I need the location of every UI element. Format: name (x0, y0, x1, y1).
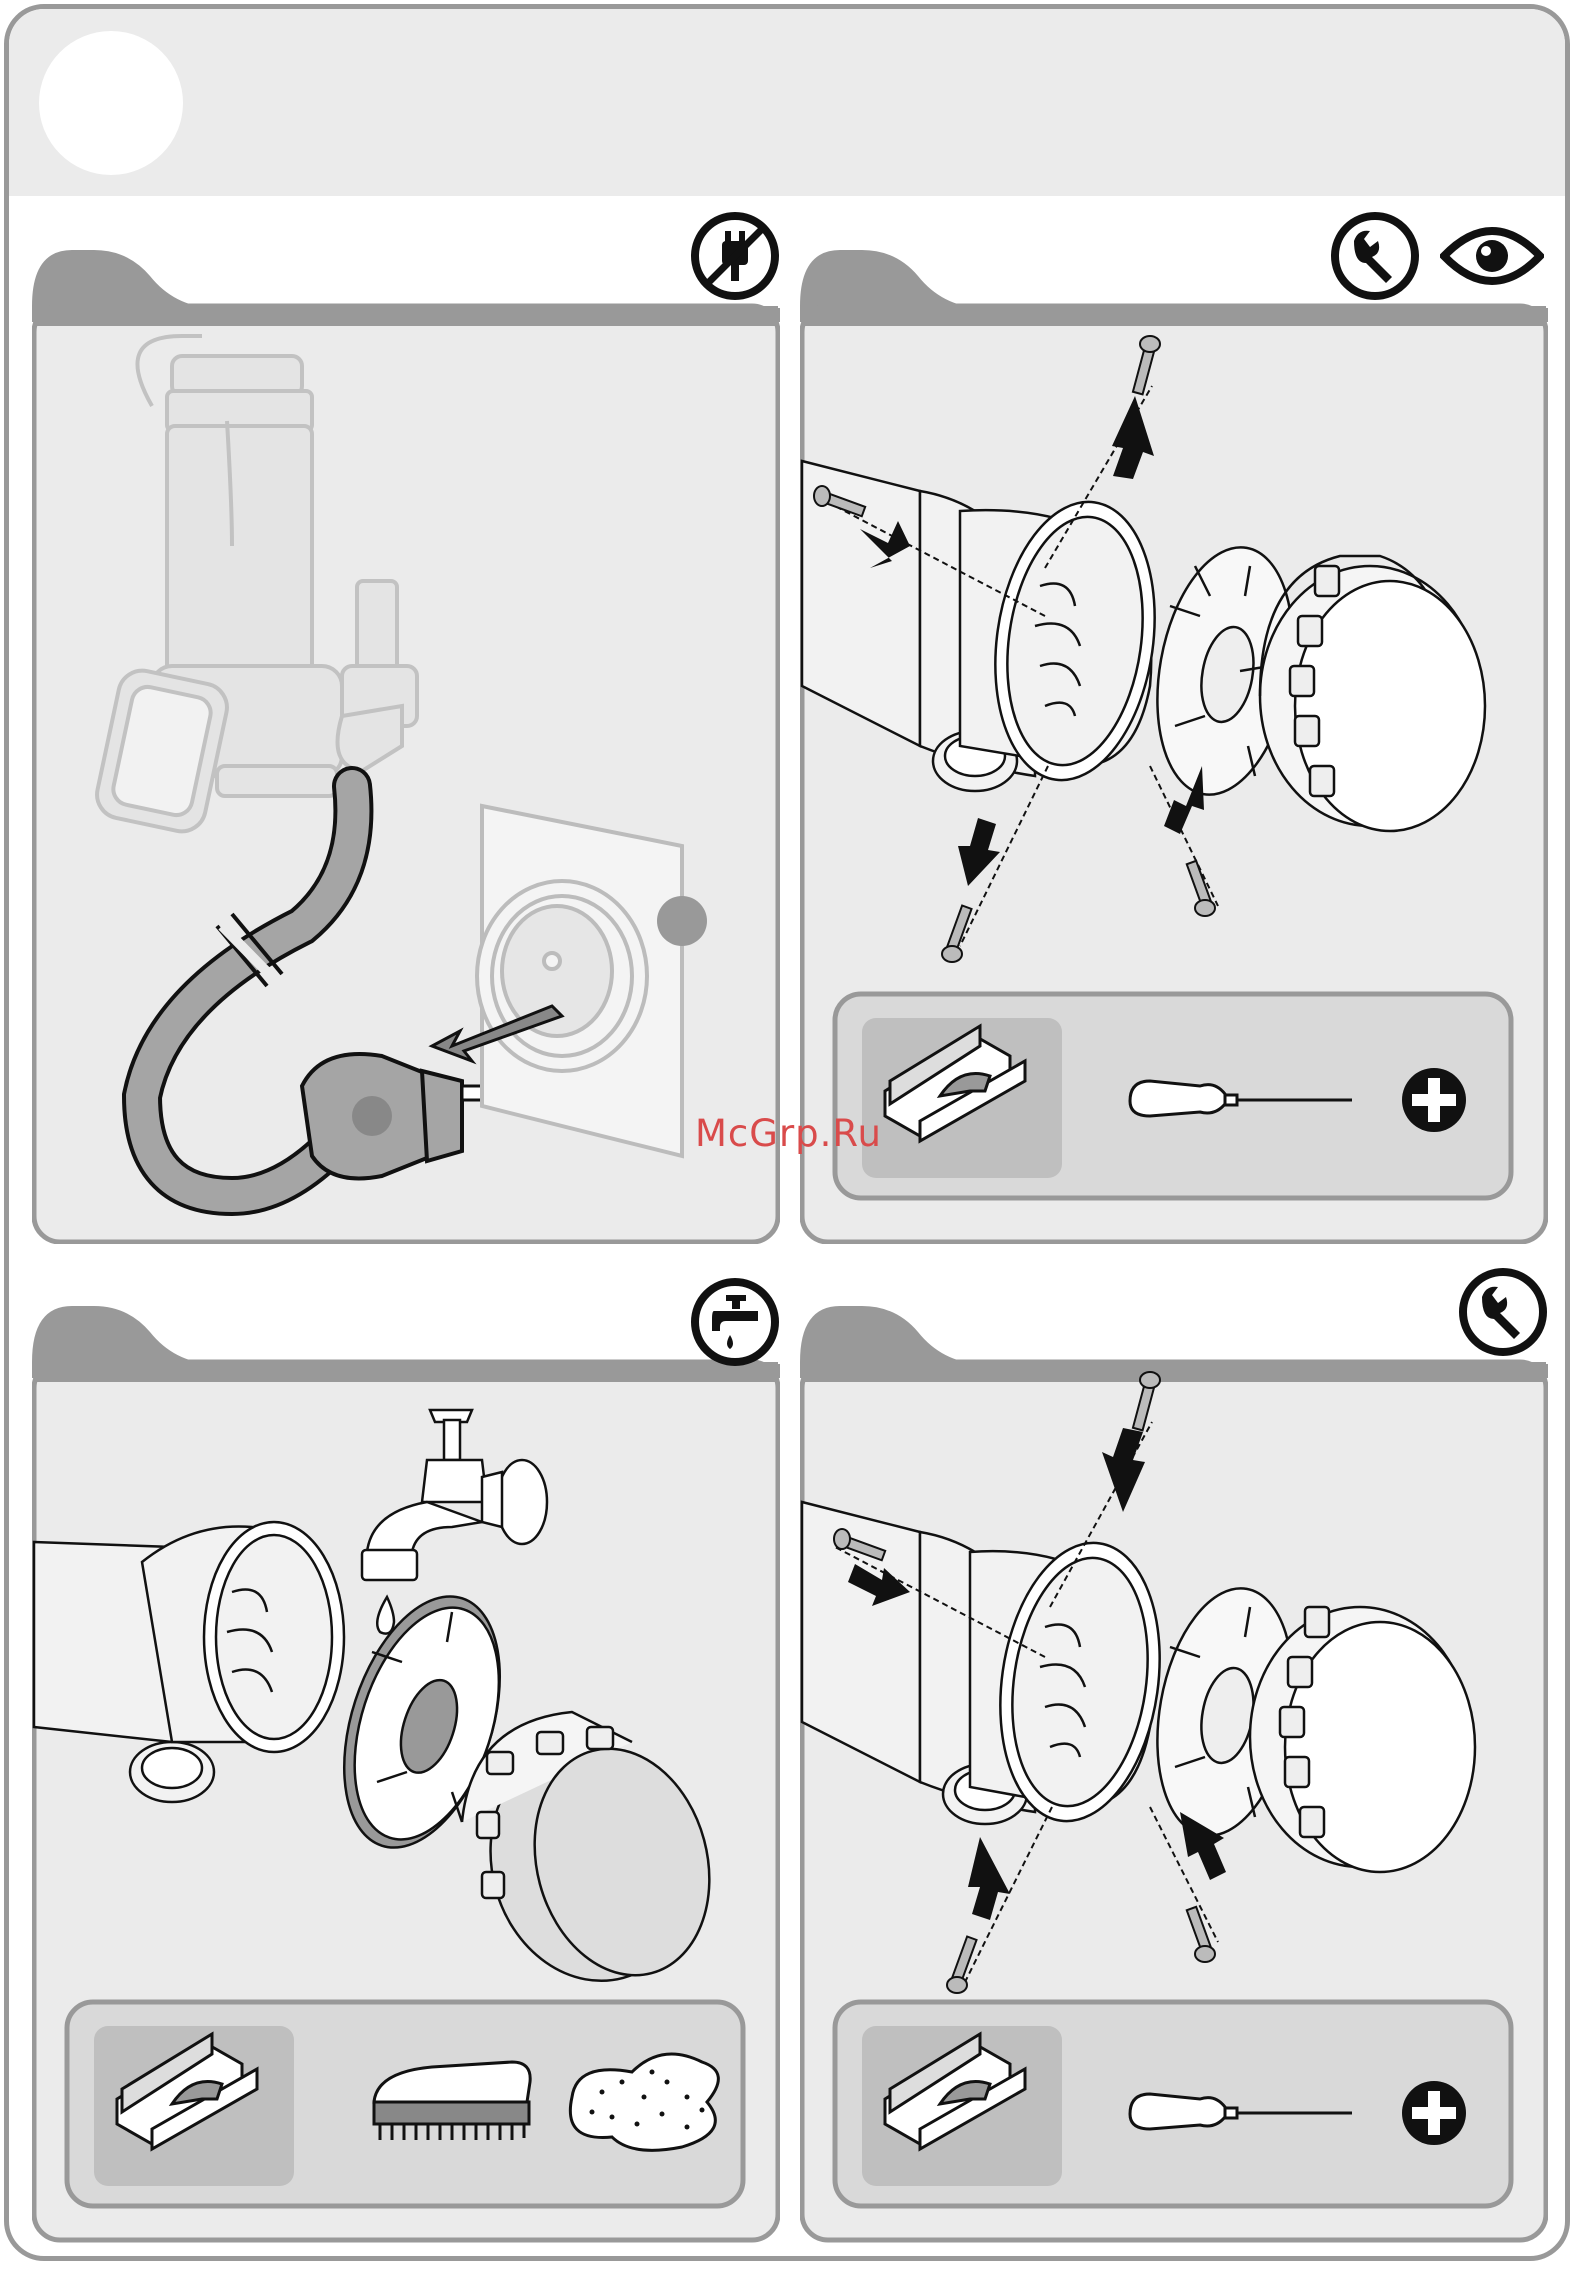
panel-reassemble (800, 1302, 1548, 2244)
panel-disassemble (800, 246, 1548, 1244)
tap-water-icon (690, 1277, 780, 1367)
wrench-icon (1458, 1267, 1548, 1357)
step-number-circle (39, 31, 183, 175)
wrench-icon (1330, 211, 1420, 301)
panel-unplug (32, 246, 780, 1244)
phillips-icon (1402, 2081, 1466, 2145)
eye-icon (1440, 221, 1544, 291)
watermark-text: McGrp.Ru (695, 1112, 882, 1155)
header-band (9, 9, 1565, 196)
no-plug-icon (690, 211, 780, 301)
wall-socket (477, 806, 682, 1156)
phillips-icon (1402, 1068, 1466, 1132)
panel-clean (32, 1302, 780, 2244)
